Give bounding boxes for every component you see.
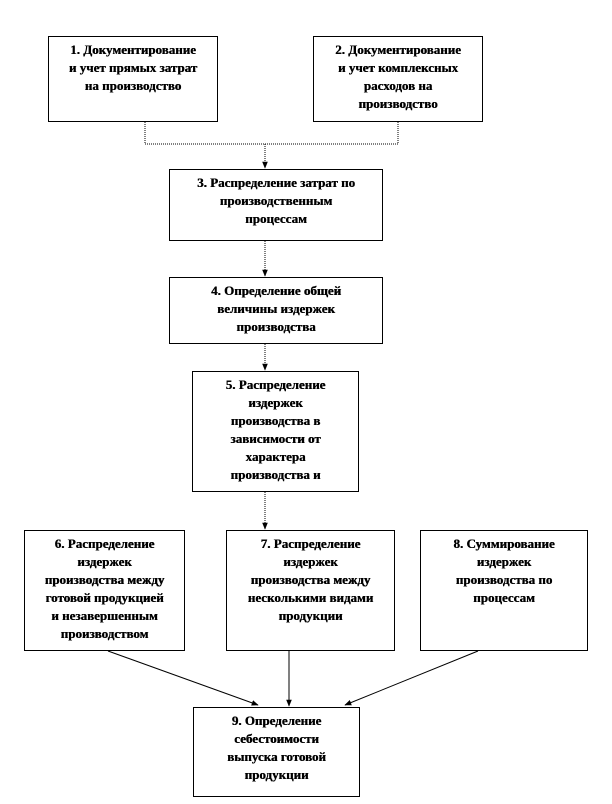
node-3-cost-allocation: 3. Распределение затрат по производствен… [169, 169, 383, 241]
node-2-label: 2. Документирование и учет комплексных р… [335, 42, 461, 111]
edge-n6-n9 [107, 650, 259, 706]
node-1-label: 1. Документирование и учет прямых затрат… [68, 42, 198, 93]
edge-n8-n9 [344, 650, 479, 706]
node-8-process-summation: 8. Суммирование издержек производства по… [420, 530, 588, 651]
node-5-cost-distribution: 5. Распределение издержек производства в… [192, 371, 359, 492]
node-6-finished-vs-wip: 6. Распределение издержек производства м… [24, 530, 185, 651]
node-3-label: 3. Распределение затрат по производствен… [197, 175, 355, 226]
node-4-label: 4. Определение общей величины издержек п… [210, 283, 342, 334]
node-1-direct-costs: 1. Документирование и учет прямых затрат… [48, 36, 218, 122]
node-5-label: 5. Распределение издержек производства в… [225, 377, 326, 482]
node-8-label: 8. Суммирование издержек производства по… [453, 536, 555, 605]
node-4-total-costs: 4. Определение общей величины издержек п… [169, 277, 383, 344]
node-7-label: 7. Распределение издержек производства м… [247, 536, 374, 623]
node-9-label: 9. Определение себестоимости выпуска гот… [227, 713, 326, 782]
node-6-label: 6. Распределение издержек производства м… [44, 536, 165, 641]
node-9-product-cost: 9. Определение себестоимости выпуска гот… [193, 707, 360, 797]
node-7-product-types: 7. Распределение издержек производства м… [226, 530, 395, 651]
node-2-complex-costs: 2. Документирование и учет комплексных р… [313, 36, 483, 122]
